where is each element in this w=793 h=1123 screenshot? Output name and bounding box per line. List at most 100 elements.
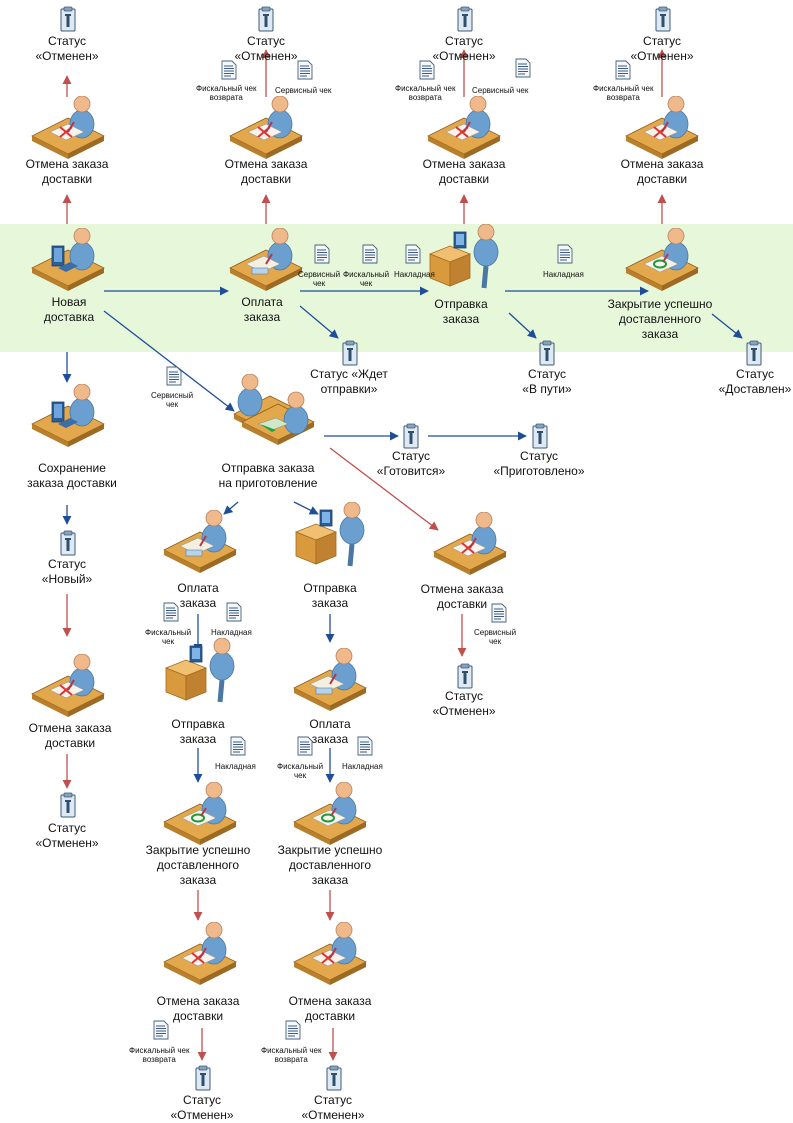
status-icon: [532, 423, 548, 454]
document-icon: [362, 244, 378, 269]
document-label: Фискальный чек возврата: [261, 1046, 322, 1064]
status-preparing-label: Статус «Готовится»: [376, 449, 446, 478]
status-in-transit-label: Статус «В пути»: [522, 367, 572, 396]
status-delivered-label: Статус «Доставлен»: [718, 367, 792, 396]
dispatch-icon: [290, 501, 370, 573]
status-icon: [655, 6, 671, 37]
document-label: Сервисный чек: [151, 391, 194, 409]
dispatch-order-label: Отправка заказа: [303, 581, 357, 610]
flow-arrow: [711, 313, 743, 339]
document-label: Сервисный чек: [472, 86, 529, 95]
handover-icon: [230, 373, 320, 453]
status-cancelled-label: Статус «Отменен»: [170, 1093, 234, 1122]
cancel-order-label: Отмена заказа доставки: [288, 994, 372, 1023]
cancel-order-label: Отмена заказа доставки: [28, 721, 112, 750]
payment-icon: [290, 647, 370, 719]
status-cancelled-label: Статус «Отменен»: [432, 34, 496, 63]
operator-icon: [28, 227, 108, 299]
document-icon: [297, 736, 313, 761]
dispatch-order-label: Отправка заказа: [434, 297, 488, 326]
document-label: Фискальный чек возврата: [395, 84, 456, 102]
status-waiting-label: Статус «Ждет отправки»: [310, 367, 388, 396]
cancel-order-label: Отмена заказа доставки: [420, 582, 504, 611]
document-label: Сервисный чек: [298, 270, 341, 288]
document-icon: [491, 603, 507, 628]
cancel-order-icon: [28, 95, 108, 167]
dispatch-icon: [424, 223, 504, 295]
document-icon: [357, 736, 373, 761]
close-success-icon: [290, 781, 370, 853]
cancel-order-icon: [28, 653, 108, 725]
cancel-order-label: Отмена заказа доставки: [224, 157, 308, 186]
status-cancelled-label: Статус «Отменен»: [234, 34, 298, 63]
cancel-order-icon: [290, 921, 370, 993]
document-label: Накладная: [394, 270, 435, 279]
status-icon: [746, 340, 762, 371]
cancel-order-label: Отмена заказа доставки: [620, 157, 704, 186]
cancel-order-icon: [160, 921, 240, 993]
status-icon: [457, 6, 473, 37]
document-label: Фискальный чек возврата: [593, 84, 654, 102]
cancel-order-label: Отмена заказа доставки: [156, 994, 240, 1023]
document-label: Фискальный чек возврата: [196, 84, 257, 102]
status-icon: [403, 423, 419, 454]
document-icon: [419, 60, 435, 85]
document-label: Сервисный чек: [474, 628, 517, 646]
cancel-order-icon: [430, 511, 510, 583]
document-icon: [297, 60, 313, 85]
document-icon: [515, 58, 531, 83]
document-label: Фискальный чек возврата: [129, 1046, 190, 1064]
status-icon: [60, 792, 76, 823]
flow-arrow: [508, 312, 537, 339]
status-icon: [60, 530, 76, 561]
close-success-icon: [160, 781, 240, 853]
document-label: Накладная: [342, 762, 383, 771]
document-icon: [153, 1020, 169, 1045]
flow-arrow: [103, 310, 235, 412]
dispatch-order-label: Отправка заказа: [171, 717, 225, 746]
dispatch-icon: [160, 637, 240, 709]
status-cancelled-label: Статус «Отменен»: [630, 34, 694, 63]
save-order-label: Сохранение заказа доставки: [27, 461, 117, 490]
pay-order-label: Оплата заказа: [241, 295, 283, 324]
payment-icon: [226, 227, 306, 299]
document-icon: [221, 60, 237, 85]
document-icon: [166, 366, 182, 391]
document-label: Фискальный чек: [343, 270, 390, 288]
document-label: Сервисный чек: [275, 86, 332, 95]
flow-arrow: [223, 501, 239, 515]
status-icon: [60, 6, 76, 37]
status-icon: [195, 1065, 211, 1096]
cancel-order-icon: [226, 95, 306, 167]
document-icon: [615, 60, 631, 85]
pay-order-label: Оплата заказа: [177, 581, 219, 610]
status-cancelled-label: Статус «Отменен»: [35, 821, 99, 850]
document-icon: [163, 602, 179, 627]
close-success-label: Закрытие успешно доставленного заказа: [145, 843, 251, 887]
new-delivery-label: Новая доставка: [43, 295, 95, 324]
cancel-order-label: Отмена заказа доставки: [422, 157, 506, 186]
cancel-order-icon: [622, 95, 702, 167]
document-icon: [557, 244, 573, 269]
status-icon: [457, 663, 473, 694]
cancel-order-label: Отмена заказа доставки: [25, 157, 109, 186]
document-icon: [285, 1020, 301, 1045]
document-label: Накладная: [211, 628, 252, 637]
close-success-icon: [622, 227, 702, 299]
status-icon: [326, 1065, 342, 1096]
status-icon: [342, 340, 358, 371]
status-prepared-label: Статус «Приготовлено»: [493, 449, 585, 478]
close-success-label: Закрытие успешно доставленного заказа: [277, 843, 383, 887]
status-icon: [258, 6, 274, 37]
status-cancelled-label: Статус «Отменен»: [35, 34, 99, 63]
cancel-arrow: [329, 447, 439, 531]
payment-icon: [160, 509, 240, 581]
pay-order-label: Оплата заказа: [309, 717, 351, 746]
cancel-order-icon: [424, 95, 504, 167]
document-icon: [314, 244, 330, 269]
status-new-label: Статус «Новый»: [41, 557, 93, 586]
document-label: Накладная: [543, 270, 584, 279]
operator-icon: [28, 383, 108, 455]
flow-arrow: [293, 501, 319, 515]
